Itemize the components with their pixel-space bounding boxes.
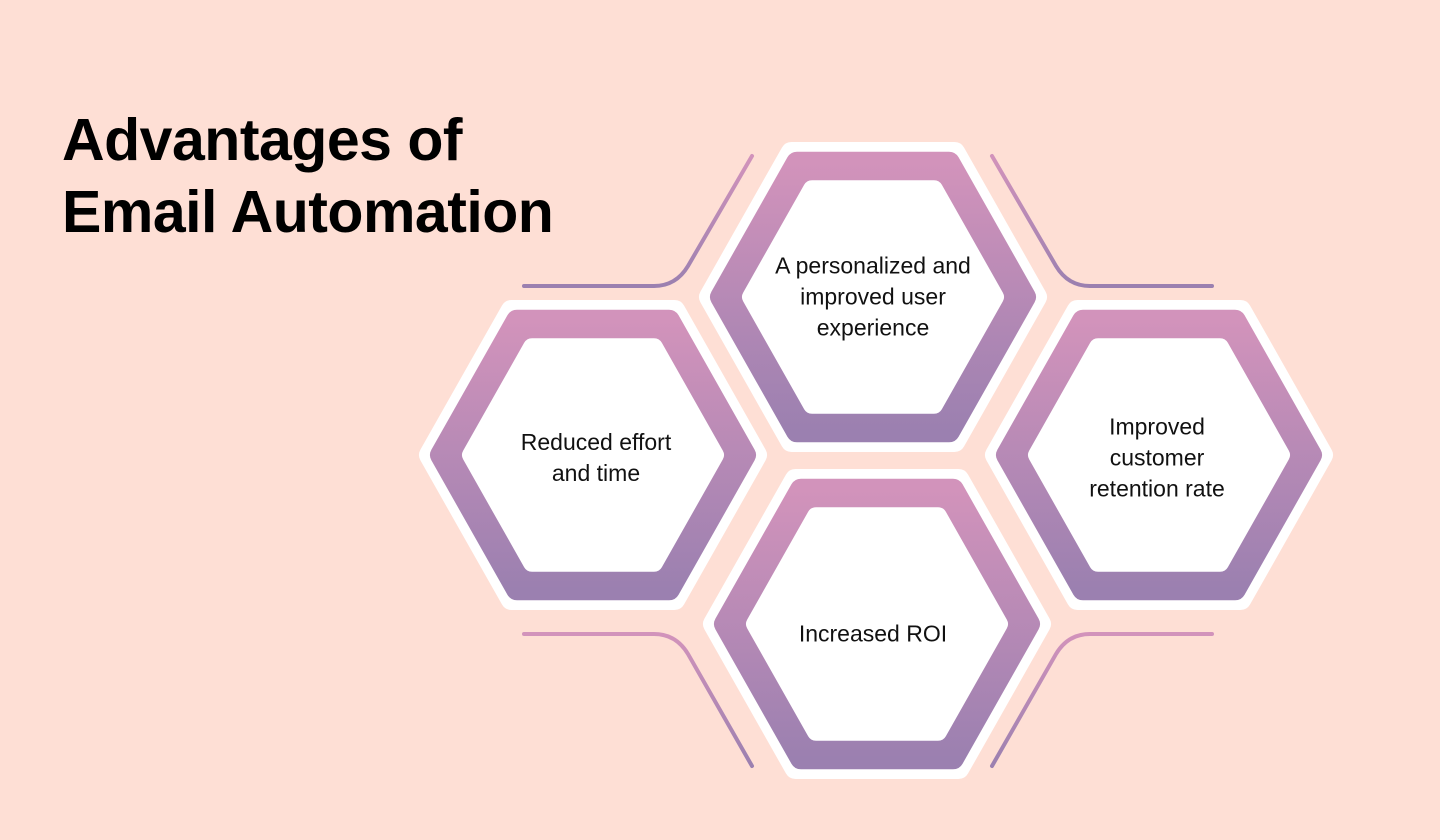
advantage-label-reduced-effort: Reduced effort and time	[520, 429, 672, 486]
hexagon-right	[985, 300, 1333, 610]
advantage-label-increased-roi: Increased ROI	[798, 620, 948, 647]
advantage-label-personalized-experience: A personalized and improved user experie…	[775, 252, 971, 341]
hexagon-left	[419, 300, 767, 610]
hexagon-inner-fill	[462, 338, 724, 572]
page-title: Advantages of Email Automation	[62, 104, 554, 248]
hexagon-bottom	[703, 469, 1051, 779]
hexagon-top	[699, 142, 1047, 452]
connector-line-bottom-left	[522, 632, 754, 768]
advantage-label-customer-retention: Improved customer retention rate	[1089, 413, 1225, 502]
title-line-1: Advantages of	[62, 107, 463, 173]
connector-line-top-right	[990, 154, 1214, 288]
connector-line-top-left	[522, 154, 754, 288]
connector-line-bottom-right	[990, 632, 1214, 768]
hexagon-inner-fill	[746, 507, 1008, 741]
hexagon-inner-fill	[742, 180, 1004, 414]
hexagon-inner-fill	[1028, 338, 1290, 572]
title-line-2: Email Automation	[62, 179, 554, 245]
